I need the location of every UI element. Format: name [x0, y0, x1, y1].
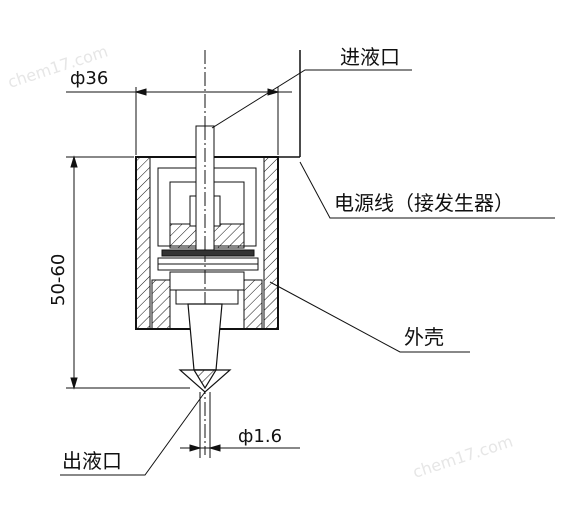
dimension-tip-diameter-text: ф1.6	[238, 426, 282, 447]
label-inlet: 进液口	[340, 45, 400, 69]
watermark-bottom-right: chem17.com	[410, 432, 515, 482]
label-shell: 外壳	[404, 325, 444, 349]
power-cable	[278, 50, 301, 158]
outer-shell	[135, 156, 279, 330]
label-power-line: 电源线（接发生器）	[334, 191, 514, 215]
outlet-nozzle	[178, 303, 232, 393]
dimension-tip-diameter	[180, 392, 300, 458]
dimension-height	[66, 155, 190, 390]
dimension-height-text: 50-60	[48, 254, 69, 306]
leader-outlet	[60, 391, 206, 476]
leader-shell	[269, 281, 470, 353]
dimension-outer-diameter-text: ф36	[70, 68, 108, 89]
dimension-outer-diameter	[66, 87, 292, 155]
leader-inlet	[211, 69, 412, 129]
inlet-tube	[195, 125, 215, 251]
label-outlet: 出液口	[62, 449, 122, 473]
leader-power-line	[299, 161, 555, 219]
